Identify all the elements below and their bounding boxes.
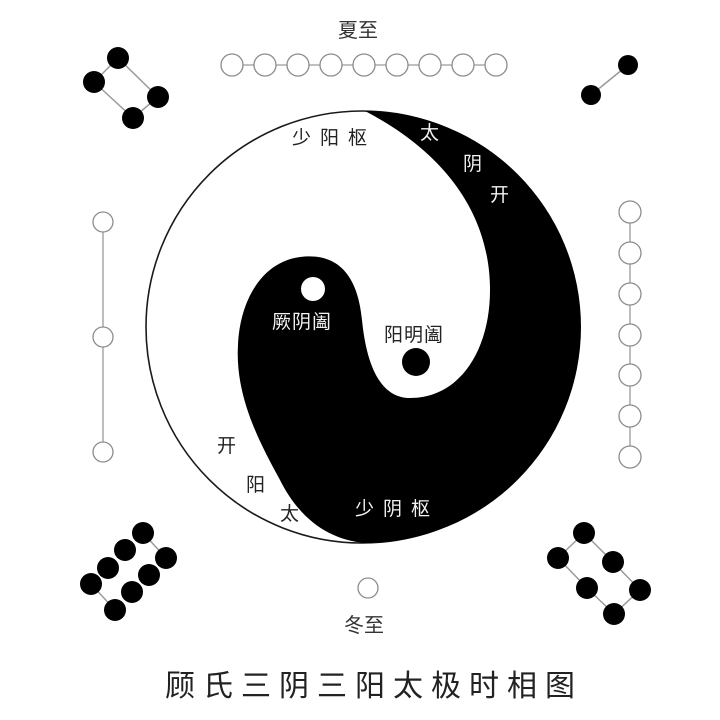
taiji-symbol [145,110,581,544]
summer-solstice-label: 夏至 [338,18,378,42]
solid-dot-icon [573,522,595,544]
solid-dot-icon [581,85,601,105]
bottom-right-solid-group [547,522,651,625]
solid-dot-icon [603,603,625,625]
taiyang-kai-char-3: 太 [280,503,300,525]
hollow-dot-icon [618,282,642,306]
solid-dot-icon [104,599,126,621]
diagram-title: 顾氏三阴三阳太极时相图 [165,669,583,704]
shaoyang-shu-label: 少阳枢 [292,127,377,149]
hollow-dot-icon [352,53,376,77]
hollow-dot-icon [618,323,642,347]
hollow-dot-icon [220,53,244,77]
solid-dot-icon [122,107,144,129]
summer-solstice-chain [220,53,508,77]
hollow-dot-icon [253,53,277,77]
left-hollow-chain [92,211,114,463]
hollow-dot-icon [618,363,642,387]
top-left-solid-group [83,47,169,129]
hollow-dot-icon [618,404,642,428]
hollow-dot-icon [286,53,310,77]
jueyin-he-label: 厥阴阖 [272,311,333,333]
solid-dot-icon [83,71,105,93]
taiyang-kai-char-2: 阳 [246,474,266,496]
solid-dot-icon [547,547,569,569]
yangming-he-label: 阳明阖 [384,324,445,346]
solid-dot-icon [155,547,177,569]
hollow-dot-icon [618,445,642,469]
solid-dot-icon [114,539,136,561]
hollow-dot-icon [451,53,475,77]
winter-solstice-label: 冬至 [344,613,384,637]
solid-dot-icon [132,522,154,544]
taiyin-kai-char-1: 太 [420,122,440,144]
hollow-dot-icon [92,441,114,463]
top-right-solid-group [581,55,638,105]
taiyin-kai-char-2: 阴 [463,153,483,175]
hollow-dot-icon [618,200,642,224]
yin-region [237,111,581,543]
solid-dot-icon [138,564,160,586]
right-hollow-chain [618,200,642,469]
solid-dot-icon [80,573,102,595]
yin-eye-icon [402,348,430,376]
solid-dot-icon [618,55,638,75]
solid-dot-icon [629,579,651,601]
winter-hollow-dot-icon [357,577,379,599]
solid-dot-icon [107,47,129,69]
hollow-dot-icon [618,241,642,265]
yang-eye-icon [301,277,325,301]
hollow-dot-icon [385,53,409,77]
solid-dot-icon [602,551,624,573]
hollow-dot-icon [92,326,114,348]
taiyang-kai-char-1: 开 [217,435,237,457]
solid-dot-icon [147,86,169,108]
solid-dot-icon [97,557,119,579]
hollow-dot-icon [418,53,442,77]
solid-dot-icon [576,577,598,599]
hollow-dot-icon [92,211,114,233]
hollow-dot-icon [484,53,508,77]
hollow-dot-icon [319,53,343,77]
shaoyin-shu-label: 少阴枢 [355,498,440,520]
bottom-left-solid-group [80,522,177,621]
solid-dot-icon [121,581,143,603]
taiyin-kai-char-3: 开 [490,184,510,206]
